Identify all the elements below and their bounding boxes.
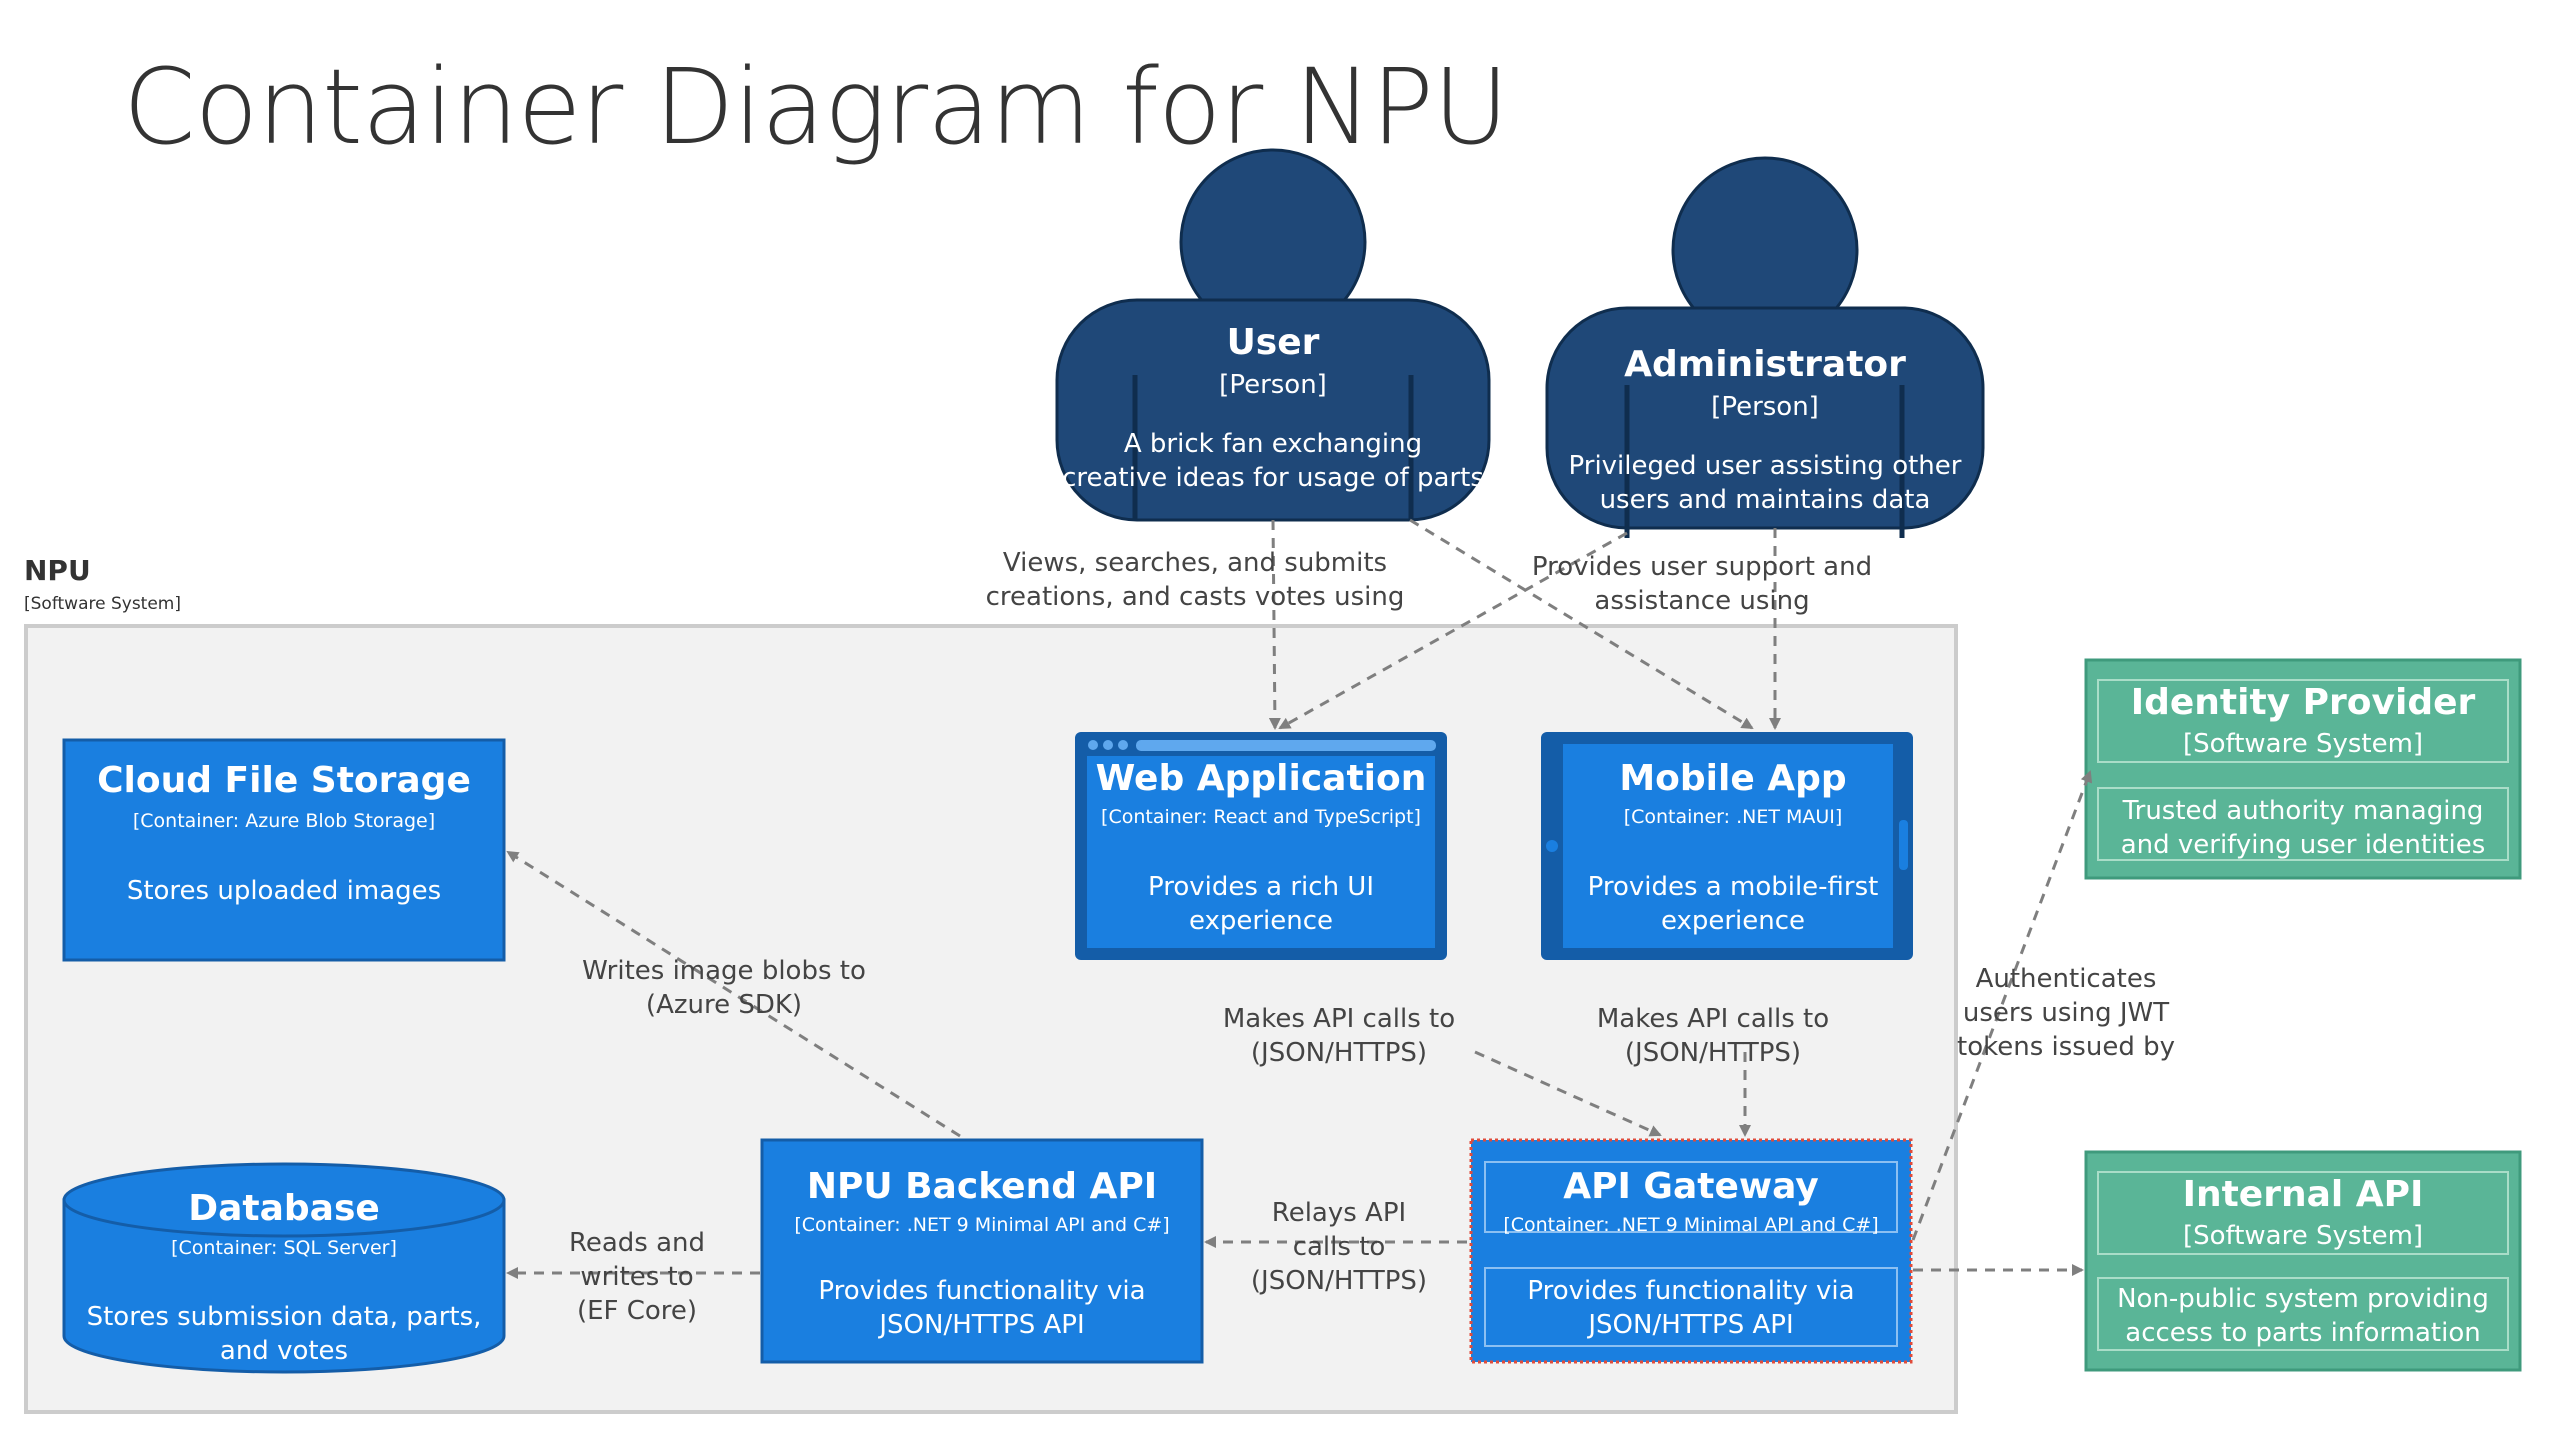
backend-api-desc-1: Provides functionality via [818, 1276, 1146, 1306]
database-type: [Container: SQL Server] [171, 1237, 397, 1259]
person-user-name: User [1226, 322, 1320, 363]
rel-web-gateway-label-2: (JSON/HTTPS) [1250, 1038, 1428, 1068]
web-app-type: [Container: React and TypeScript] [1101, 806, 1421, 828]
arrow-gateway-to-identity [1911, 770, 2093, 1241]
api-gateway-type: [Container: .NET 9 Minimal API and C#] [1503, 1214, 1879, 1236]
api-gateway-desc-2: JSON/HTTPS API [1588, 1310, 1794, 1340]
rel-gateway-identity-label-3: tokens issued by [1957, 1032, 2175, 1062]
internal-api-box [2084, 1150, 2522, 1372]
internal-api-name: Internal API [2182, 1174, 2424, 1215]
rel-mobile-gateway-label-2: (JSON/HTTPS) [1624, 1038, 1802, 1068]
rel-user-to-web-label-2: creations, and casts votes using [985, 582, 1405, 612]
rel-gateway-identity-label-1: Authenticates [1975, 964, 2157, 994]
cloud-storage-name: Cloud File Storage [97, 760, 471, 801]
person-user-desc-2: creative ideas for usage of parts [1062, 463, 1484, 493]
database-shape [62, 1162, 506, 1374]
api-gateway-name: API Gateway [1563, 1166, 1819, 1207]
cloud-storage-type: [Container: Azure Blob Storage] [132, 810, 436, 832]
backend-api-desc-2: JSON/HTTPS API [879, 1310, 1085, 1340]
rel-mobile-gateway-label-1: Makes API calls to [1596, 1004, 1830, 1034]
web-app-desc-1: Provides a rich UI [1147, 872, 1375, 902]
rel-backend-storage-label-2: (Azure SDK) [645, 990, 803, 1020]
mobile-app-box [1541, 732, 1913, 960]
mobile-app-desc-2: experience [1660, 906, 1806, 936]
person-user-type: [Person] [1219, 370, 1327, 400]
rel-gateway-backend-label-2: calls to [1292, 1232, 1386, 1262]
person-admin-type: [Person] [1711, 392, 1819, 422]
arrow-admin-to-web [1278, 531, 1628, 730]
backend-api-box [760, 1138, 1204, 1364]
person-admin-desc-1: Privileged user assisting other [1568, 451, 1962, 481]
rel-gateway-backend-label-1: Relays API [1271, 1198, 1407, 1228]
arrow-user-to-mobile [1409, 518, 1754, 730]
backend-api-name: NPU Backend API [806, 1166, 1158, 1207]
rel-web-gateway-label-1: Makes API calls to [1222, 1004, 1456, 1034]
identity-provider-name: Identity Provider [2130, 682, 2476, 723]
identity-provider-type: [Software System] [2182, 729, 2424, 759]
web-app-box [1075, 732, 1447, 960]
rel-gateway-identity-label-2: users using JWT [1962, 998, 2170, 1028]
web-app-name: Web Application [1095, 758, 1427, 799]
database-desc-1: Stores submission data, parts, [86, 1302, 482, 1332]
rel-admin-label-2: assistance using [1594, 586, 1810, 616]
internal-api-desc-2: access to parts information [2125, 1318, 2481, 1348]
rel-admin-label-1: Provides user support and [1531, 552, 1873, 582]
person-admin-name: Administrator [1624, 344, 1906, 385]
person-user-desc-1: A brick fan exchanging [1123, 429, 1423, 459]
rel-gateway-backend-label-3: (JSON/HTTPS) [1250, 1266, 1428, 1296]
person-admin-desc-2: users and maintains data [1599, 485, 1931, 515]
arrow-web-to-gateway [1474, 1050, 1662, 1137]
identity-provider-box [2084, 658, 2522, 880]
mobile-app-type: [Container: .NET MAUI] [1623, 806, 1843, 828]
internal-api-type: [Software System] [2182, 1221, 2424, 1251]
database-desc-2: and votes [219, 1336, 349, 1366]
person-admin-shape [1545, 156, 1985, 538]
mobile-app-name: Mobile App [1619, 758, 1847, 799]
rel-backend-db-label-1: Reads and [568, 1228, 706, 1258]
rel-backend-storage-label-1: Writes image blobs to [582, 956, 866, 986]
rel-user-to-web-label-1: Views, searches, and submits [1002, 548, 1388, 578]
page-title: Container Diagram for NPU [123, 46, 1509, 168]
api-gateway-desc-1: Provides functionality via [1527, 1276, 1855, 1306]
rel-backend-db-label-3: (EF Core) [576, 1296, 698, 1326]
cloud-storage-box [62, 738, 506, 962]
rel-backend-db-label-2: writes to [580, 1262, 694, 1292]
backend-api-type: [Container: .NET 9 Minimal API and C#] [794, 1214, 1170, 1236]
web-app-desc-2: experience [1188, 906, 1334, 936]
api-gateway-box [1469, 1138, 1913, 1364]
person-user-shape [1055, 148, 1491, 522]
cloud-storage-desc: Stores uploaded images [126, 876, 442, 906]
system-boundary-type: [Software System] [24, 594, 182, 614]
internal-api-desc-1: Non-public system providing [2117, 1284, 2489, 1314]
system-boundary-name: NPU [24, 554, 91, 587]
identity-provider-desc-2: and verifying user identities [2120, 830, 2486, 860]
database-name: Database [188, 1188, 380, 1229]
identity-provider-desc-1: Trusted authority managing [2122, 796, 2484, 826]
mobile-app-desc-1: Provides a mobile-first [1587, 872, 1879, 902]
